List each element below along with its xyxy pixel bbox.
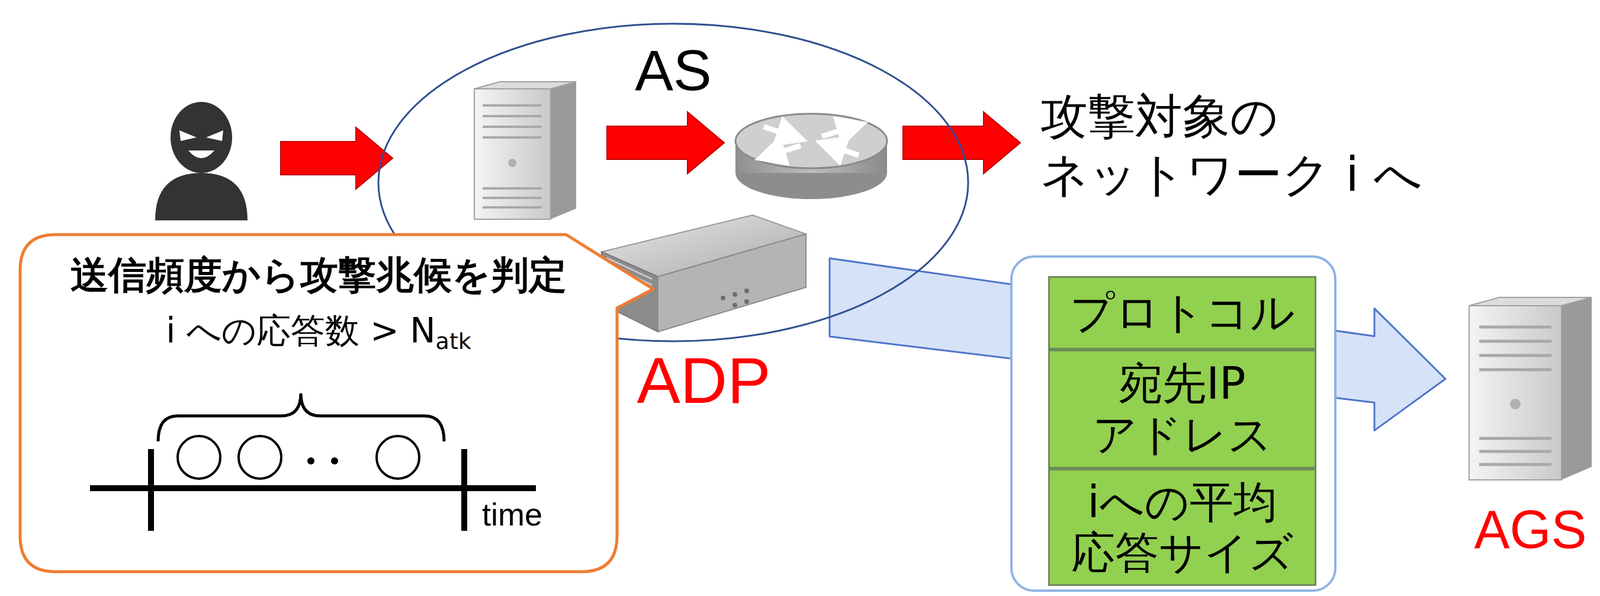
- as-label: AS: [634, 37, 712, 104]
- group-node: プロトコル宛先IP アドレス iへの平均 応答サイズ: [1010, 255, 1337, 592]
- adp-device-icon: [601, 209, 806, 332]
- callout-node: 送信頻度から攻撃兆候を判定 i への応答数 > Natk time: [20, 234, 618, 572]
- server-node: AGS: [1469, 296, 1592, 480]
- formula-row: i への応答数 > Natk: [20, 310, 618, 353]
- cell-node: 宛先IP アドレス: [1048, 349, 1317, 469]
- formula-subscript: atk: [435, 329, 472, 353]
- device-node: ADP: [601, 209, 806, 332]
- field-label: プロトコル: [1070, 287, 1296, 338]
- axis-label: time: [482, 495, 543, 534]
- callout-title: 送信頻度から攻撃兆候を判定: [70, 252, 567, 298]
- router-icon: [735, 113, 888, 199]
- label-slot: AGS: [1445, 500, 1600, 559]
- interval-bar: [461, 448, 468, 531]
- label-slot: AS: [377, 37, 970, 104]
- label-slot: time: [482, 495, 543, 534]
- response-circles: [177, 435, 420, 479]
- target-network-label: 攻撃対象の ネットワーク i へ: [1040, 87, 1491, 204]
- cell-node: プロトコル: [1048, 275, 1317, 350]
- formula-text: i への応答数 > N: [165, 310, 436, 352]
- ags-server-icon: [1469, 296, 1592, 480]
- adp-label: ADP: [636, 344, 771, 416]
- time-axis: [90, 484, 536, 491]
- attack-arrow: [280, 127, 393, 189]
- server-icon: [474, 81, 577, 220]
- attack-arrow: [903, 111, 1021, 174]
- cell-node: iへの平均 応答サイズ: [1048, 468, 1317, 586]
- curly-brace: [158, 393, 445, 442]
- ags-label: AGS: [1473, 500, 1587, 559]
- field-label: 宛先IP アドレス: [1056, 358, 1308, 459]
- attacker-icon: [155, 101, 248, 221]
- label-slot: 送信頻度から攻撃兆候を判定: [20, 252, 618, 298]
- field-label: iへの平均 応答サイズ: [1056, 476, 1308, 578]
- interval-bar: [148, 448, 154, 531]
- label-slot: 攻撃対象の ネットワーク i へ: [1040, 87, 1491, 204]
- ellipsis-dots: [307, 457, 339, 465]
- attack-arrow: [606, 111, 725, 174]
